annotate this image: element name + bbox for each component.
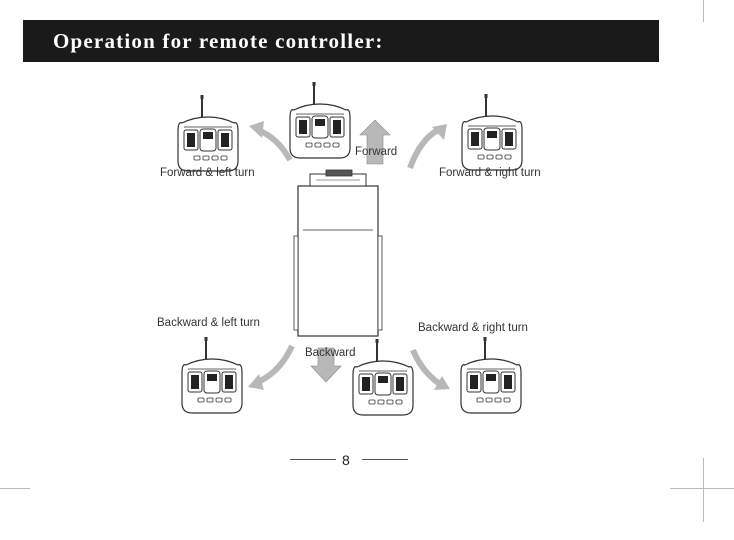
footer-rule-right <box>362 459 408 460</box>
backward-left-arrow-icon <box>258 346 292 382</box>
backward-right-label: Backward & right turn <box>418 322 528 334</box>
remote-controller-icon <box>290 82 350 158</box>
remote-controller-icon <box>182 337 242 413</box>
remote-controller-icon <box>353 339 413 415</box>
backward-left-label: Backward & left turn <box>157 317 260 329</box>
remote-controller-icon <box>178 95 238 171</box>
forward-left-label: Forward & left turn <box>160 167 255 179</box>
page-number: 8 <box>342 452 350 468</box>
forward-left-arrow-icon <box>258 130 290 160</box>
footer-rule-left <box>290 459 336 460</box>
backward-right-arrow-icon <box>413 350 440 384</box>
remote-controller-icon <box>461 337 521 413</box>
forward-label: Forward <box>355 146 397 158</box>
vehicle-top-view-icon <box>294 170 382 336</box>
forward-right-arrow-icon <box>410 130 438 168</box>
forward-right-label: Forward & right turn <box>439 167 541 179</box>
backward-label: Backward <box>305 347 356 359</box>
remote-controller-icon <box>462 94 522 170</box>
